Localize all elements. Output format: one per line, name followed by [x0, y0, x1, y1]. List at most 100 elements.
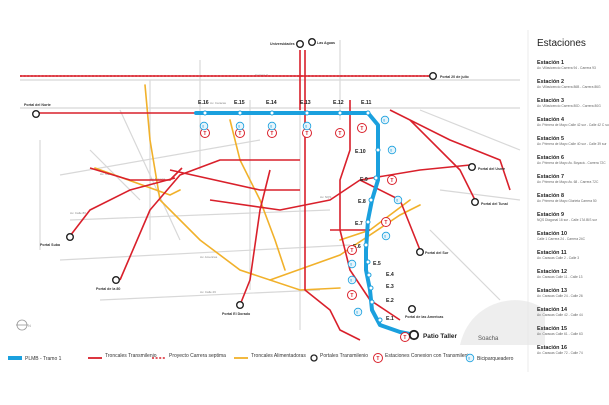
tm-connection-icon[interactable]: T: [400, 332, 410, 342]
bike-parking-icon[interactable]: ß: [393, 195, 403, 205]
bike-parking-icon[interactable]: ß: [387, 145, 397, 155]
tm-connection-icon[interactable]: T: [302, 128, 312, 138]
soacha-label: Soacha: [478, 336, 499, 342]
street-label: Av. Calle 80: [70, 211, 86, 215]
portal-label: Portal de la 80: [96, 287, 120, 291]
bike-parking-icon[interactable]: ß: [347, 259, 357, 269]
station-marker[interactable]: [365, 219, 371, 225]
sidebar-station-name: Estación 12: [537, 269, 567, 275]
svg-text:N: N: [28, 323, 31, 328]
svg-text:ß: ß: [270, 124, 273, 128]
station-marker[interactable]: [363, 242, 369, 248]
sidebar-station-name: Estación 8: [537, 193, 564, 199]
sidebar-station-sub: Av. Primera de Mayo Calle 40 sur - Calle…: [537, 142, 607, 146]
station-marker[interactable]: [269, 110, 275, 116]
station-marker[interactable]: [373, 175, 379, 181]
portal-label: Universidades: [270, 42, 295, 46]
station-marker[interactable]: [202, 110, 208, 116]
portal-label: Portal del Sur: [425, 251, 449, 255]
tm-connection-icon[interactable]: T: [387, 175, 397, 185]
station-marker[interactable]: [365, 259, 371, 265]
svg-text:ß: ß: [390, 148, 393, 152]
legend-label: Biciparqueadero: [477, 356, 514, 362]
station-label: E.14: [266, 100, 277, 106]
station-marker[interactable]: [366, 272, 372, 278]
station-label: E.6: [353, 244, 361, 250]
svg-text:T: T: [238, 131, 241, 137]
sidebar-station-name: Estación 3: [537, 98, 564, 104]
legend: PLMB - Tramo 1 Troncales Transmilenio Pr…: [8, 353, 514, 363]
street-label: Av. Americas: [200, 255, 218, 259]
svg-text:T: T: [390, 178, 393, 184]
sidebar-station-sub: Av. Caracas Calle 2 - Calle 3: [537, 256, 579, 260]
portal-circle-icon[interactable]: [235, 301, 244, 310]
station-marker[interactable]: [365, 110, 371, 116]
bike-parking-icon[interactable]: ß: [199, 121, 209, 131]
sidebar-station-name: Estación 4: [537, 117, 564, 123]
portal-label: Portal del Norte: [24, 103, 51, 107]
svg-text:ß: ß: [305, 124, 308, 128]
transmilenio-lines: [20, 50, 511, 341]
bike-parking-icon[interactable]: ß: [353, 307, 363, 317]
station-marker[interactable]: [369, 299, 375, 305]
street-label: Av. Caracas: [210, 101, 227, 105]
svg-text:T: T: [350, 293, 353, 299]
svg-text:ß: ß: [468, 356, 471, 360]
bike-parking-icon[interactable]: ß: [347, 275, 357, 285]
portal-circle-icon[interactable]: [308, 38, 317, 47]
station-marker[interactable]: [337, 110, 343, 116]
portal-circle-icon[interactable]: [429, 71, 438, 80]
sidebar-station-sub: Av. Caracas Calle 72 - Calle 74: [537, 351, 583, 355]
sidebar-station-sub: Av. Caracas Calle 42 - Calle 44: [537, 313, 583, 317]
tm-connection-icon[interactable]: T: [347, 290, 357, 300]
portal-circle-icon[interactable]: [32, 109, 41, 118]
portal-circle-icon[interactable]: [468, 162, 477, 171]
station-marker[interactable]: [304, 110, 310, 116]
tm-connection-icon: T: [373, 353, 383, 363]
bike-parking-icon: ß: [465, 353, 475, 363]
sidebar-station-name: Estación 5: [537, 136, 564, 142]
connection-icons: T T T T T T T T T T T: [200, 123, 410, 342]
station-marker[interactable]: [237, 110, 243, 116]
tm-connection-icon[interactable]: T: [347, 245, 357, 255]
station-label: E.4: [386, 272, 394, 278]
svg-text:T: T: [270, 131, 273, 137]
station-marker[interactable]: [377, 317, 383, 323]
svg-text:T: T: [338, 131, 341, 137]
svg-text:T: T: [350, 248, 353, 254]
station-marker[interactable]: [368, 285, 374, 291]
tm-connection-icon[interactable]: T: [357, 123, 367, 133]
plmb-stations: E.16 E.15 E.14 E.13 E.12 E.11 E.10 E.9 E…: [198, 100, 394, 323]
sidebar-station-name: Estación 14: [537, 307, 567, 313]
tm-connection-icon[interactable]: T: [381, 217, 391, 227]
svg-text:T: T: [360, 126, 363, 132]
portal-circle-icon[interactable]: [408, 305, 417, 314]
sidebar-station-sub: Av. Caracas Calle 61 - Calle 63: [537, 332, 583, 336]
sidebar-station-name: Estación 7: [537, 174, 564, 180]
station-marker[interactable]: [375, 147, 381, 153]
portal-circle-icon[interactable]: [296, 40, 305, 49]
portal-circle-icon[interactable]: [111, 276, 120, 285]
bike-parking-icon[interactable]: ß: [381, 231, 391, 241]
sidebar-station-sub: Av. Villavicencio Carrera 86B - Carrera …: [537, 85, 601, 89]
portal-circle-icon[interactable]: [471, 197, 480, 206]
tm-connection-icon[interactable]: T: [335, 128, 345, 138]
street-label: Av. Calle 26: [200, 290, 216, 294]
bike-parking-icon[interactable]: ß: [267, 121, 277, 131]
station-marker[interactable]: [368, 197, 374, 203]
bike-parking-icon[interactable]: ß: [302, 121, 312, 131]
svg-text:ß: ß: [384, 234, 387, 238]
station-label: E.13: [300, 100, 311, 106]
portal-circle-icon[interactable]: [408, 329, 420, 341]
patio-taller-label: Patio Taller: [423, 333, 457, 340]
svg-text:ß: ß: [356, 310, 359, 314]
portal-circle-icon[interactable]: [416, 247, 425, 256]
legend-label: PLMB - Tramo 1: [25, 356, 62, 362]
portal-circle-icon[interactable]: [65, 232, 74, 241]
svg-text:ß: ß: [350, 278, 353, 282]
bike-parking-icon[interactable]: ß: [380, 115, 390, 125]
svg-text:T: T: [384, 220, 387, 226]
bike-parking-icon[interactable]: ß: [235, 121, 245, 131]
sidebar-station-name: Estación 6: [537, 155, 564, 161]
